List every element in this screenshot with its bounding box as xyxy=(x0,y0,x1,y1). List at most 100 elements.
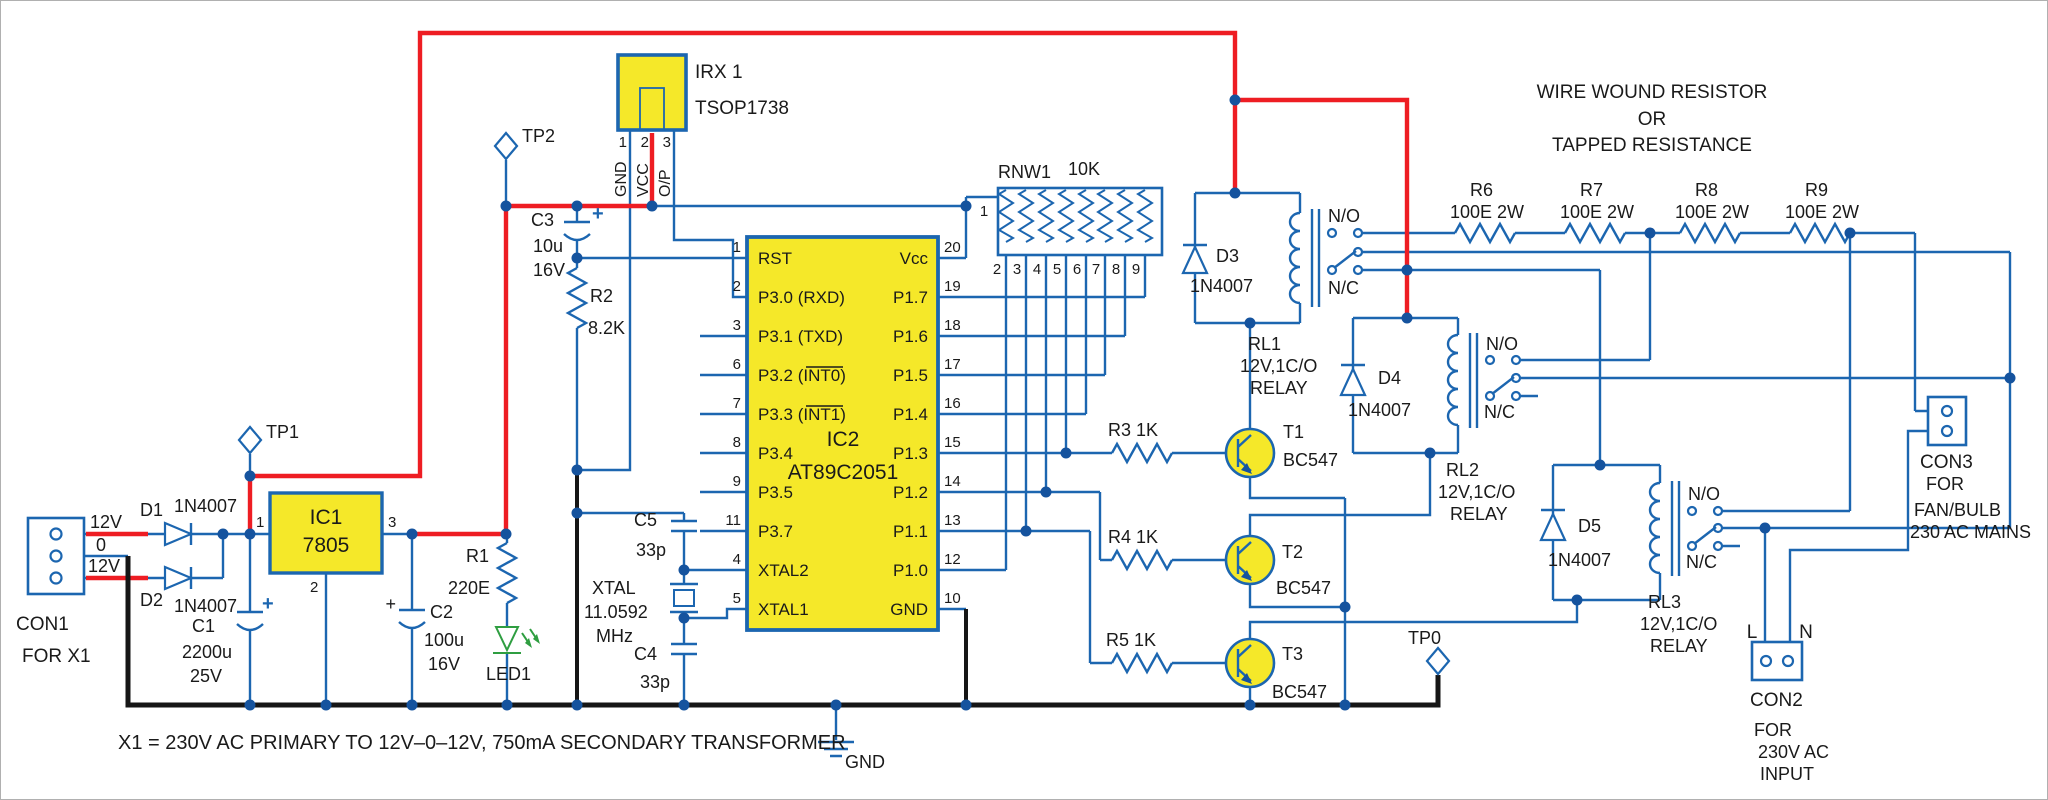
transistor-t3 xyxy=(1224,637,1276,689)
svg-text:P1.7: P1.7 xyxy=(893,288,928,307)
svg-text:P3.0 (RXD): P3.0 (RXD) xyxy=(758,288,845,307)
svg-text:P1.4: P1.4 xyxy=(893,405,928,424)
svg-text:4: 4 xyxy=(1033,261,1041,278)
resistor-r2 xyxy=(565,266,589,330)
tp1-label: TP1 xyxy=(266,422,299,442)
d4-name: D4 xyxy=(1378,368,1401,388)
ic1-name: IC1 xyxy=(310,506,343,529)
con2-pin-n: N xyxy=(1799,622,1813,643)
svg-text:15: 15 xyxy=(944,434,961,451)
svg-text:6: 6 xyxy=(733,356,741,373)
int-overlines xyxy=(806,366,843,407)
capacitor-c3 xyxy=(563,220,591,242)
voltage-regulator-ic1 xyxy=(268,491,384,575)
r7-value: 100E 2W xyxy=(1560,202,1634,222)
c5-name: C5 xyxy=(634,510,657,530)
diode-d5 xyxy=(1539,508,1567,542)
irx1-pin3-name: O/P xyxy=(657,169,674,197)
diode-d4 xyxy=(1339,363,1367,397)
c3-name: C3 xyxy=(531,210,554,230)
ic1-pin3: 3 xyxy=(388,514,396,531)
crystal-xtal xyxy=(670,582,698,614)
d1-part: 1N4007 xyxy=(174,496,237,516)
con2-name: CON2 xyxy=(1750,690,1803,711)
d1-name: D1 xyxy=(140,500,163,520)
svg-text:P3.4: P3.4 xyxy=(758,444,793,463)
junction-dots xyxy=(217,94,2016,711)
svg-text:XTAL1: XTAL1 xyxy=(758,600,809,619)
rl1-type: RELAY xyxy=(1250,378,1308,398)
svg-text:RST: RST xyxy=(758,249,792,268)
r4-label: R4 1K xyxy=(1108,527,1158,547)
rl1-nc-label: N/C xyxy=(1328,278,1359,298)
irx1-pin2-num: 2 xyxy=(641,134,649,151)
con1-purpose: FOR X1 xyxy=(22,646,91,667)
resistor-r8 xyxy=(1678,221,1742,245)
con2-line2: 230V AC xyxy=(1758,742,1829,762)
con1-pin-mid-label: 0 xyxy=(96,535,106,555)
svg-text:16: 16 xyxy=(944,395,961,412)
rl2-nc-label: N/C xyxy=(1484,402,1515,422)
svg-text:P1.6: P1.6 xyxy=(893,327,928,346)
transformer-note: X1 = 230V AC PRIMARY TO 12V–0–12V, 750mA… xyxy=(118,732,846,754)
svg-text:P1.1: P1.1 xyxy=(893,522,928,541)
diode-d3 xyxy=(1181,243,1209,275)
rl3-spec: 12V,1C/O xyxy=(1640,614,1717,634)
c1-plus: + xyxy=(262,593,274,615)
svg-text:13: 13 xyxy=(944,512,961,529)
capacitor-c4 xyxy=(671,642,697,656)
irx1-part: TSOP1738 xyxy=(695,98,789,119)
c2-value: 100u xyxy=(424,630,464,650)
rl2-type: RELAY xyxy=(1450,504,1508,524)
svg-text:8: 8 xyxy=(733,434,741,451)
tp0-label: TP0 xyxy=(1408,628,1441,648)
capacitor-c1 xyxy=(236,610,264,632)
power-rails-red xyxy=(86,30,1410,581)
rl3-type: RELAY xyxy=(1650,636,1708,656)
resistor-r1 xyxy=(495,541,519,605)
svg-text:Vcc: Vcc xyxy=(900,249,929,268)
rl3-no-label: N/O xyxy=(1688,484,1720,504)
d3-part: 1N4007 xyxy=(1190,276,1253,296)
rnw1-name: RNW1 xyxy=(998,162,1051,182)
microcontroller-ic2 xyxy=(745,235,940,632)
rnw1-value: 10K xyxy=(1068,159,1100,179)
c3-plus: + xyxy=(592,203,604,225)
t3-part: BC547 xyxy=(1272,682,1327,702)
svg-text:10: 10 xyxy=(944,590,961,607)
r7-name: R7 xyxy=(1580,180,1603,200)
svg-text:P1.5: P1.5 xyxy=(893,366,928,385)
svg-text:2: 2 xyxy=(733,278,741,295)
c3-voltage: 16V xyxy=(533,260,565,280)
svg-text:9: 9 xyxy=(733,473,741,490)
xtal-freq: 11.0592 xyxy=(584,602,648,622)
relay-rl1 xyxy=(1288,209,1364,307)
svg-text:P1.3: P1.3 xyxy=(893,444,928,463)
rl2-spec: 12V,1C/O xyxy=(1438,482,1515,502)
con1-pin-top-label: 12V xyxy=(90,512,122,532)
heading-line3: TAPPED RESISTANCE xyxy=(1552,135,1752,156)
gnd-label: GND xyxy=(845,752,885,772)
svg-text:P3.2 (INT0): P3.2 (INT0) xyxy=(758,366,846,385)
ic1-pin2: 2 xyxy=(310,579,318,596)
r9-name: R9 xyxy=(1805,180,1828,200)
ic1-part: 7805 xyxy=(303,534,350,557)
rl2-no-label: N/O xyxy=(1486,334,1518,354)
svg-text:12: 12 xyxy=(944,551,961,568)
svg-text:2: 2 xyxy=(993,261,1001,278)
c4-name: C4 xyxy=(634,644,657,664)
ic2-name: IC2 xyxy=(827,428,860,451)
svg-text:17: 17 xyxy=(944,356,961,373)
svg-text:P3.3 (INT1): P3.3 (INT1) xyxy=(758,405,846,424)
resistor-r4 xyxy=(1110,548,1174,572)
svg-text:3: 3 xyxy=(1013,261,1021,278)
t2-name: T2 xyxy=(1282,542,1303,562)
c2-voltage: 16V xyxy=(428,654,460,674)
d4-part: 1N4007 xyxy=(1348,400,1411,420)
irx1-pin3-num: 3 xyxy=(663,134,671,151)
svg-text:P3.1 (TXD): P3.1 (TXD) xyxy=(758,327,843,346)
con3-line3: 230 AC MAINS xyxy=(1910,522,2031,542)
earth-ground-symbol xyxy=(818,740,854,758)
